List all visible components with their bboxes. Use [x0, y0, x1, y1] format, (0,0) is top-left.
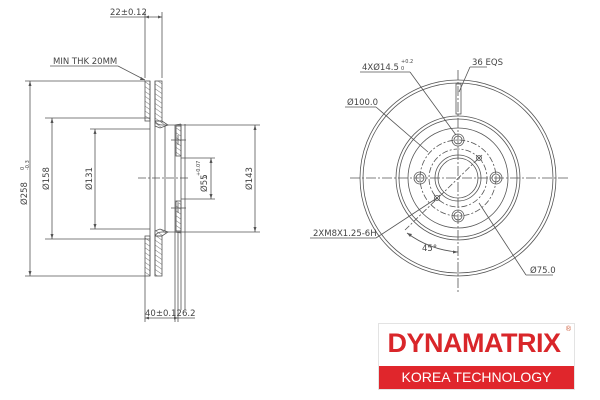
hat-thickness-label: 6.2	[182, 309, 196, 319]
front-view	[310, 66, 570, 292]
bolt-holes-label: 4XØ14.5	[362, 62, 399, 73]
min-thickness-label: MIN THK 20MM	[53, 57, 117, 67]
dynamatrix-logo: DYNAMATRIX ® KOREA TECHNOLOGY	[378, 323, 575, 390]
dia-158-label: Ø158	[41, 167, 52, 190]
angle-label: 45°	[422, 244, 437, 254]
front-view-labels: 4XØ14.5 +0.2 0 36 EQS Ø100.0 2XM8X1.25-6…	[313, 58, 556, 276]
logo-brand-text: DYNAMATRIX	[387, 328, 562, 358]
threaded-holes-label: 2XM8X1.25-6H	[313, 229, 377, 239]
total-height-label: 40±0.12	[145, 309, 182, 319]
side-view	[25, 12, 260, 322]
bolt-holes-tol-lower: 0	[401, 66, 404, 72]
center-bore-label: Ø55	[199, 174, 210, 192]
outer-diameter-tol-lower: -0.3	[25, 160, 31, 170]
registered-mark: ®	[565, 326, 571, 333]
inner-circle-label: Ø75.0	[530, 265, 556, 276]
bolt-holes-tol-upper: +0.2	[401, 59, 413, 65]
logo-tagline: KOREA TECHNOLOGY	[379, 366, 574, 389]
outer-diameter-label: Ø258	[19, 182, 30, 205]
bolt-circle-label: Ø100.0	[347, 97, 378, 108]
side-view-labels: 22±0.12 MIN THK 20MM Ø258 0 -0.3 Ø158 Ø1…	[19, 8, 255, 319]
vanes-label: 36 EQS	[472, 58, 503, 68]
dia-131-label: Ø131	[84, 167, 95, 190]
outer-diameter-tol-upper: 0	[20, 167, 26, 170]
center-bore-tol-lower: 0	[203, 175, 209, 178]
center-bore-tol-upper: +0.07	[196, 161, 202, 176]
hat-diameter-label: Ø143	[244, 167, 255, 190]
overall-thickness-label: 22±0.12	[110, 8, 147, 18]
